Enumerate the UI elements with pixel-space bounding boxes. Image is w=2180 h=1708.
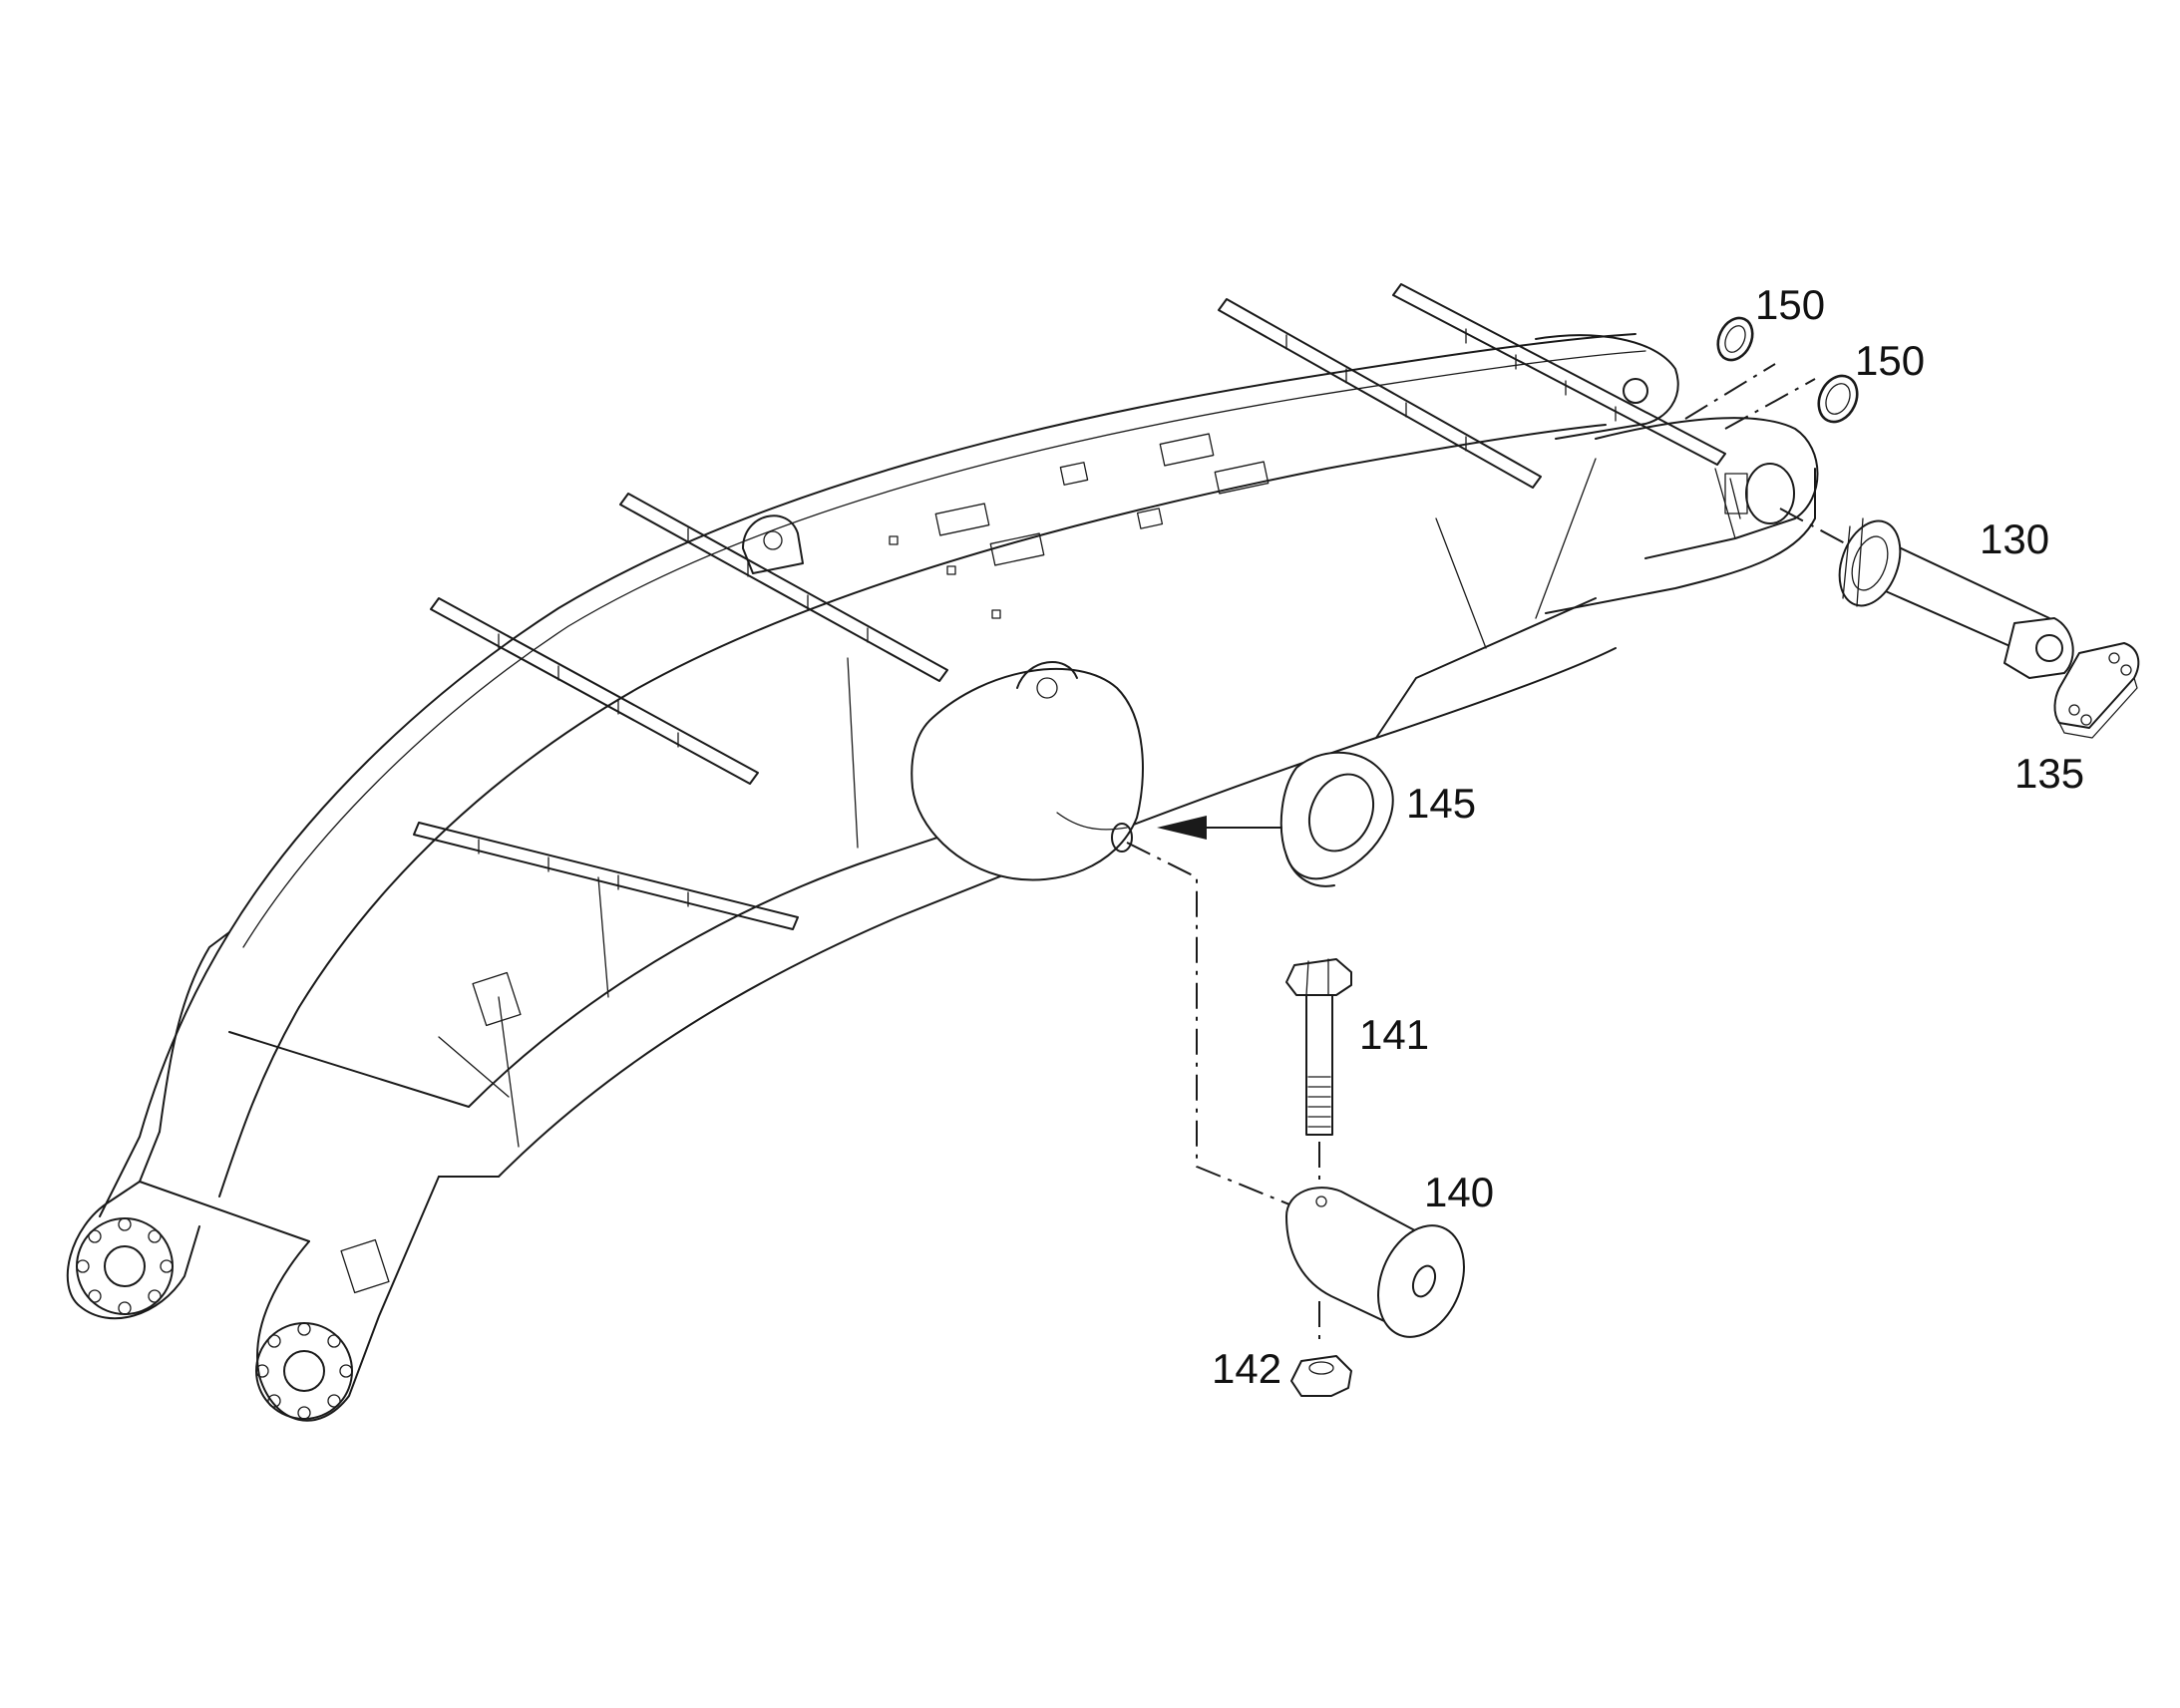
part-141-bolt [1285,958,1352,1136]
rail-2 [1218,298,1542,489]
part-145-washer [1279,751,1394,887]
part-140-bushing [1285,1187,1465,1338]
centerline-hub-to-140 [1126,842,1307,1212]
callout-141: 141 [1359,1011,1429,1058]
callout-140: 140 [1424,1169,1494,1215]
rail-4 [430,597,759,785]
part-142-nut [1290,1355,1352,1397]
callout-145: 145 [1406,780,1476,827]
mount-hub [910,661,1144,881]
rail-3 [619,493,948,682]
assembly-arrow [1157,816,1282,840]
callout-labels: 150 150 130 135 145 141 140 142 [1212,281,2084,1392]
deck-brackets [889,433,1270,619]
right-fork-bolt-holes [255,1322,353,1420]
callout-150-lower: 150 [1855,337,1925,384]
part-150-ring-a [1716,316,1754,362]
centerline-150 [1684,363,1776,420]
part-135-plate [2053,642,2140,739]
rail-1 [1392,283,1726,466]
left-fork-bolt-holes [76,1217,174,1315]
boom-arm [66,333,1819,1422]
part-150-ring-b [1817,374,1859,424]
callout-142: 142 [1212,1345,1281,1392]
centerline-150b [1724,378,1816,430]
callout-150-upper: 150 [1755,281,1825,328]
callout-130: 130 [1980,515,2049,562]
callout-135: 135 [2014,750,2084,797]
clamp-rails [413,283,1726,930]
rail-5 [413,822,799,930]
centerline-130 [1779,508,1846,544]
part-130-pin [1838,517,2074,679]
